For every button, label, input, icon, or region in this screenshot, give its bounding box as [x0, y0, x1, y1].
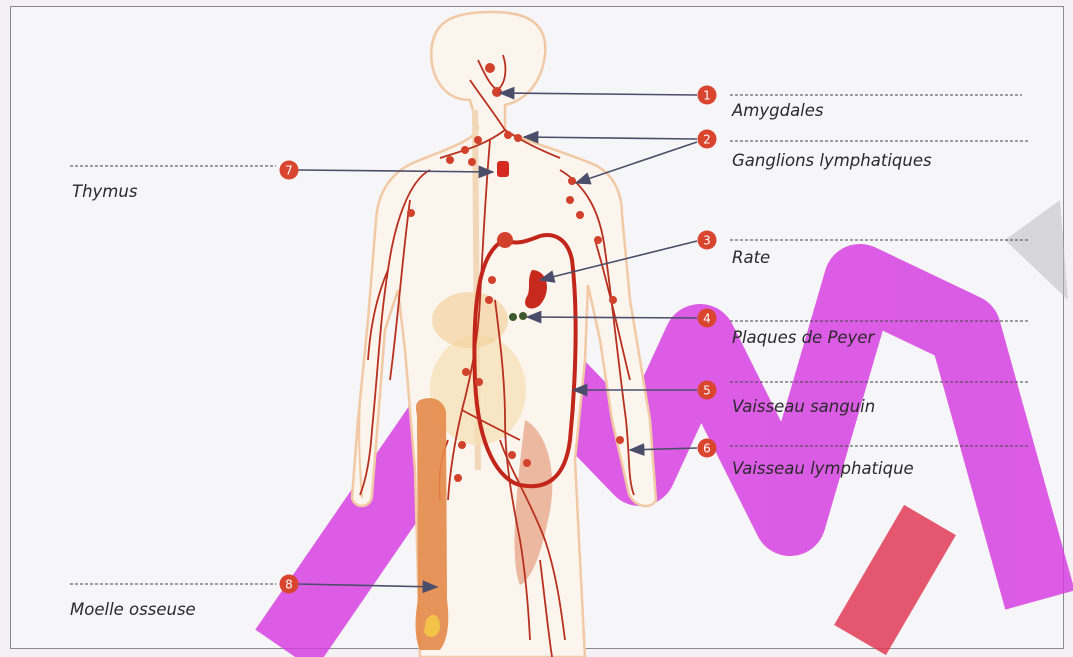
badge-3: 3: [698, 231, 717, 250]
label-ganglions-lymphatiques: Ganglions lymphatiques: [732, 151, 932, 170]
label-moelle-osseuse: Moelle osseuse: [70, 600, 196, 619]
bone-marrow-bone: [416, 398, 449, 650]
badge-1: 1: [698, 86, 717, 105]
body-silhouette: [352, 12, 656, 657]
thymus-organ: [497, 161, 509, 177]
label-vaisseau-lymphatique: Vaisseau lymphatique: [732, 459, 914, 478]
label-amygdales: Amygdales: [732, 101, 824, 120]
badge-6-number: 6: [703, 442, 711, 456]
badge-1-number: 1: [703, 89, 711, 103]
badge-7-number: 7: [285, 164, 293, 178]
label-thymus: Thymus: [72, 182, 137, 201]
label-vaisseau-sanguin: Vaisseau sanguin: [732, 397, 875, 416]
badge-5-number: 5: [703, 384, 711, 398]
badge-7: 7: [280, 161, 299, 180]
badge-6: 6: [698, 439, 717, 458]
badge-8: 8: [280, 575, 299, 594]
badge-2: 2: [698, 130, 717, 149]
badge-4-number: 4: [703, 312, 711, 326]
badge-3-number: 3: [703, 234, 711, 248]
badge-5: 5: [698, 381, 717, 400]
peyer-patch-1: [509, 313, 517, 321]
badge-4: 4: [698, 309, 717, 328]
label-plaques-de-peyer: Plaques de Peyer: [732, 328, 874, 347]
badge-8-number: 8: [285, 578, 293, 592]
peyer-patch-2: [519, 312, 527, 320]
label-rate: Rate: [732, 248, 770, 267]
badge-2-number: 2: [703, 133, 711, 147]
